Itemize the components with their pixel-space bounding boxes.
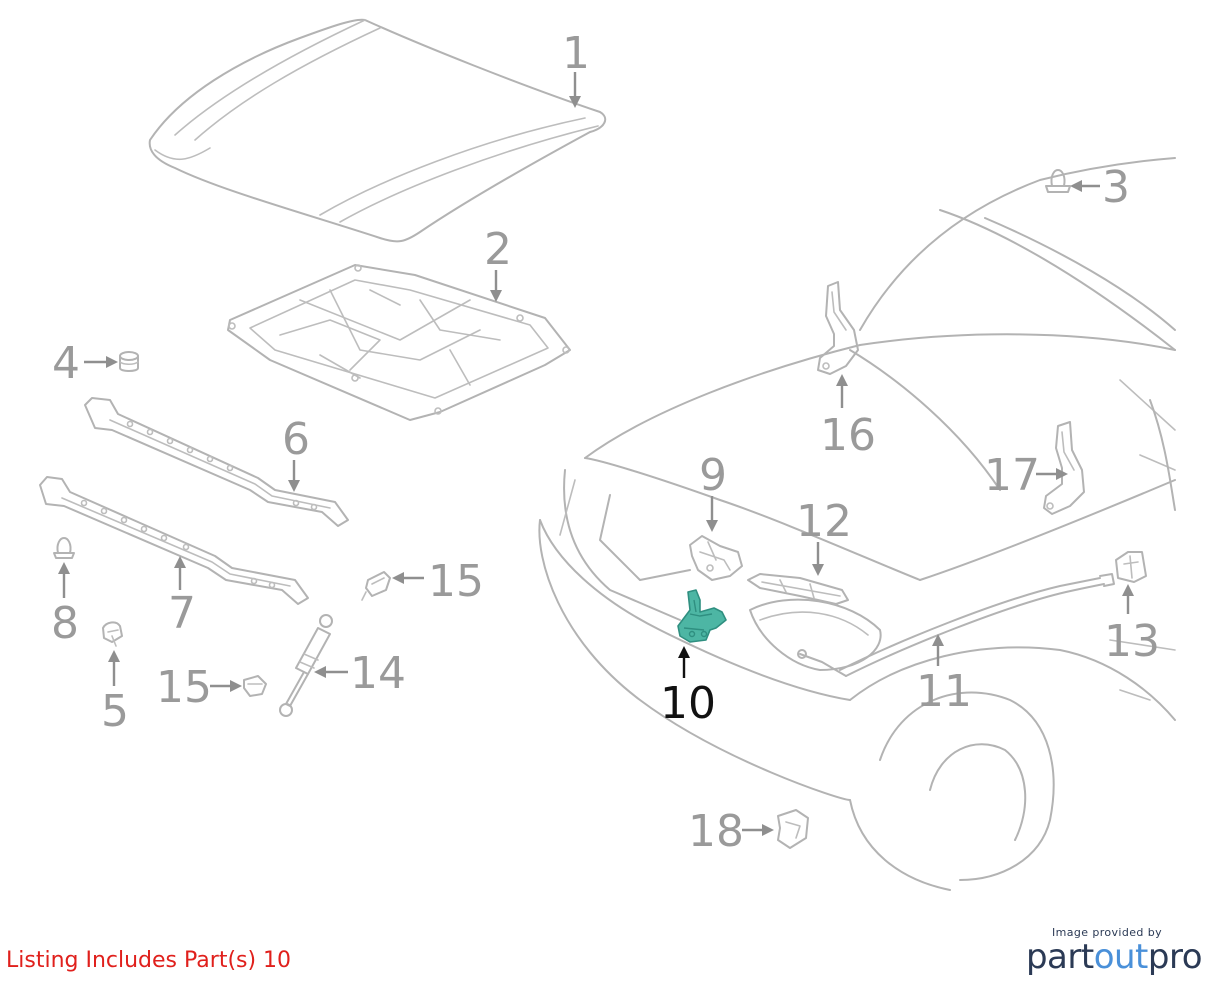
listing-includes-note: Listing Includes Part(s) 10	[6, 948, 292, 973]
callout-1: 1	[562, 28, 590, 79]
callout-6: 6	[282, 414, 310, 465]
part-2-hood-insulator	[227, 264, 571, 421]
vehicle-front-outline	[538, 157, 1176, 891]
part-1-hood	[148, 18, 607, 243]
callout-15-lower: 15	[156, 662, 212, 713]
callout-8: 8	[51, 598, 79, 649]
part-18-clip	[777, 809, 809, 849]
part-7-seal-strip	[39, 476, 309, 605]
callout-4: 4	[52, 338, 80, 389]
part-4-cushion	[119, 351, 139, 372]
brand-pro-text: pro	[1147, 937, 1203, 977]
part-15-grommet-lower	[243, 675, 267, 697]
callout-7: 7	[168, 588, 196, 639]
credit-caption: Image provided by	[1051, 926, 1162, 939]
callout-17: 17	[984, 450, 1040, 501]
callout-5: 5	[101, 686, 129, 737]
part-6-seal-strip	[84, 397, 349, 527]
callout-14: 14	[350, 648, 406, 699]
callout-arrows	[58, 72, 1134, 836]
callout-18: 18	[688, 806, 744, 857]
callout-16: 16	[820, 410, 876, 461]
partoutpro-logo: partoutpro	[1025, 937, 1203, 977]
part-17-hinge	[1043, 421, 1085, 515]
callout-12: 12	[796, 496, 852, 547]
callout-2: 2	[484, 224, 512, 275]
callout-13: 13	[1104, 616, 1160, 667]
callout-15-upper: 15	[428, 556, 484, 607]
image-credit: Image provided by partoutpro	[1025, 926, 1203, 977]
part-8-clip	[53, 537, 75, 559]
brand-out-text: out	[1093, 937, 1149, 977]
callout-labels: 1 2 3 4 5 6 7 8 9 10 11 12 13 14 15 15 1…	[51, 28, 1160, 857]
callout-10: 10	[660, 678, 716, 729]
part-5-clip	[102, 621, 123, 647]
part-11-release-cable	[797, 573, 1115, 677]
part-12-lock-support	[747, 573, 849, 605]
part-16-hinge	[817, 281, 859, 375]
part-13-release-lever	[1115, 551, 1147, 583]
part-14-strut	[279, 614, 333, 717]
callout-3: 3	[1102, 162, 1130, 213]
part-15-grommet-upper	[361, 571, 391, 601]
brand-part-text: part	[1025, 937, 1094, 977]
part-9-hood-lock	[689, 535, 743, 581]
part-10-hood-latch-highlight	[677, 589, 727, 643]
callout-9: 9	[699, 450, 727, 501]
callout-11: 11	[916, 666, 972, 717]
